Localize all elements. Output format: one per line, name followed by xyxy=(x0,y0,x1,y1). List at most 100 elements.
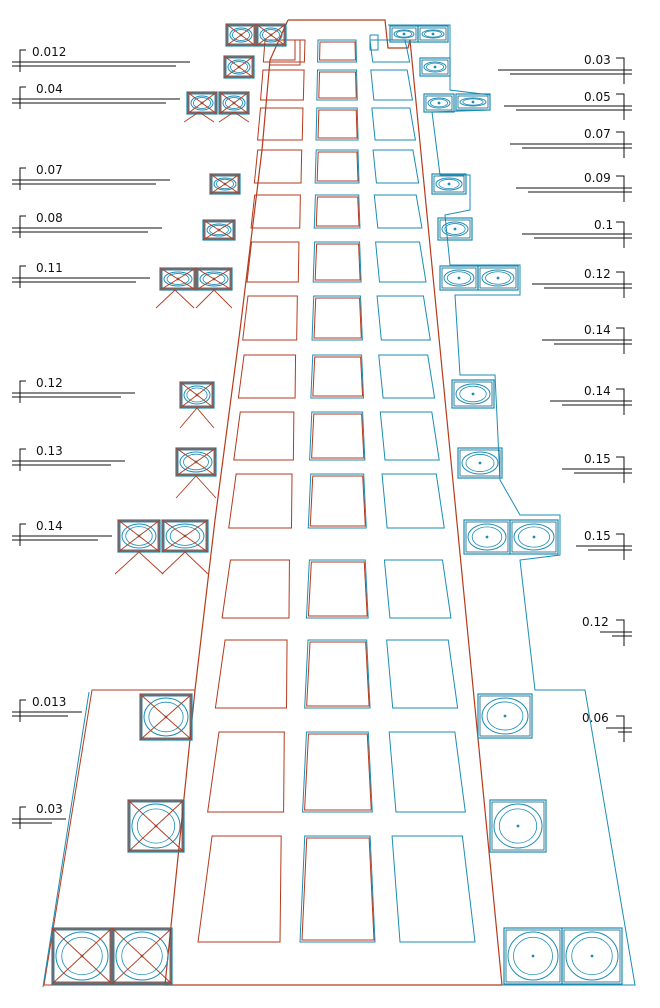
left-label-5: 0.12 xyxy=(36,376,63,390)
panel-mid-red-5 xyxy=(314,243,361,281)
pile-cap-frame xyxy=(457,447,503,479)
panel-right-5 xyxy=(375,241,427,283)
pile-ring-inner xyxy=(61,936,103,976)
pile-center xyxy=(532,535,536,539)
panel-right-10 xyxy=(383,559,452,619)
pile-cross-b xyxy=(161,519,209,553)
panel-mid-red-10 xyxy=(307,561,368,617)
pile-ring-inner xyxy=(518,526,551,548)
pile-ring-outer xyxy=(441,221,469,237)
pile-cap-right-10 xyxy=(457,447,503,479)
pile-cross-b xyxy=(209,173,241,195)
outline-red-right xyxy=(288,19,503,986)
pile-cap-inner xyxy=(505,929,561,983)
pile-cap-inner xyxy=(465,521,509,553)
pile-ring-outer xyxy=(435,177,463,191)
elevation-markers: 0.012 0.04 0.07 0.08 0.11 0.12 0.13 0.14… xyxy=(12,45,632,829)
pile-cap-red xyxy=(52,928,112,984)
pile-cap-inner xyxy=(113,929,171,983)
pile-ring-inner xyxy=(183,453,209,471)
pile-cap-inner xyxy=(563,929,621,983)
pile-ring-inner xyxy=(438,178,460,190)
right-marker-tick-8 xyxy=(616,456,625,483)
panel-mid-red-12 xyxy=(304,733,372,811)
panel-left-9 xyxy=(228,473,293,529)
panel-left-0 xyxy=(262,39,306,63)
pile-cap-inner xyxy=(459,449,501,477)
pile-cap-frame xyxy=(223,55,255,79)
left-marker-tick-1 xyxy=(19,86,26,109)
pile-center xyxy=(453,227,457,231)
pile-center xyxy=(503,714,507,718)
pile-cap-left-3 xyxy=(186,91,218,115)
pile-cap-frame xyxy=(451,379,495,409)
hatch-6 xyxy=(183,111,215,123)
pile-cap-frame xyxy=(111,927,173,985)
pile-ring-inner xyxy=(230,61,248,73)
pile-cap-right-3 xyxy=(423,93,455,113)
pile-ring-inner xyxy=(498,808,538,844)
outline-blue-right xyxy=(388,24,636,986)
pile-cap-frame xyxy=(202,219,236,241)
pile-cross-b xyxy=(218,91,250,115)
pile-cross-b xyxy=(175,447,217,477)
pile-ring-outer xyxy=(259,27,283,43)
pile-ring-outer xyxy=(165,523,205,549)
pile-ring-outer xyxy=(455,383,491,405)
pile-cap-inner xyxy=(457,95,489,109)
pile-cap-frame xyxy=(255,23,287,47)
pile-ring-inner xyxy=(395,30,413,38)
pile-ring-outer xyxy=(423,61,447,73)
pile-cap-red xyxy=(187,92,217,114)
pile-cap-left-15 xyxy=(51,927,113,985)
pile-cap-red xyxy=(219,92,249,114)
pile-ring-inner xyxy=(225,97,243,109)
pile-cap-inner xyxy=(181,383,213,407)
pile-ring-outer xyxy=(459,97,487,107)
panel-mid-blue-12 xyxy=(302,731,373,813)
pile-cross-b xyxy=(255,23,287,47)
pile-cap-left-5 xyxy=(209,173,241,195)
pile-center xyxy=(437,101,441,105)
pile-ring-inner xyxy=(430,98,448,108)
pile-ring-outer xyxy=(222,95,246,111)
panel-mid-blue-7 xyxy=(310,354,365,399)
pile-ring-inner xyxy=(232,29,250,41)
panel-mid-blue-4 xyxy=(313,194,361,229)
hatch-1 xyxy=(161,551,209,575)
pile-cap-right-9 xyxy=(451,379,495,409)
pile-ring-outer xyxy=(513,523,555,551)
left-marker-tick-6 xyxy=(19,448,26,471)
left-marker-tick-2 xyxy=(19,167,26,190)
pile-cap-right-16 xyxy=(561,927,623,985)
left-marker-tick-5 xyxy=(19,380,26,403)
right-label-6: 0.14 xyxy=(584,323,611,337)
pile-cap-inner xyxy=(188,93,216,113)
right-marker-tick-9 xyxy=(616,533,625,560)
pile-cap-inner xyxy=(53,929,111,983)
left-marker-tick-4 xyxy=(19,265,26,288)
pile-cross-b xyxy=(202,219,236,241)
panel-mid-blue-13 xyxy=(299,835,376,943)
pile-cap-red xyxy=(210,174,240,194)
pile-cap-inner xyxy=(441,267,477,289)
left-label-0: 0.012 xyxy=(32,45,66,59)
left-label-7: 0.14 xyxy=(36,519,63,533)
panel-mid-blue-9 xyxy=(307,473,367,529)
pile-cap-inner xyxy=(479,267,517,289)
panel-right-4 xyxy=(373,194,423,229)
panel-right-0 xyxy=(369,39,411,63)
pile-cap-inner xyxy=(163,521,207,551)
pile-cap-red xyxy=(224,56,254,78)
pile-center xyxy=(471,392,475,396)
pile-cap-left-16 xyxy=(111,927,173,985)
panel-right-7 xyxy=(378,354,436,399)
pile-cap-frame xyxy=(477,265,519,291)
pile-cap-left-2 xyxy=(223,55,255,79)
panel-left-11 xyxy=(214,639,288,709)
pile-cap-inner xyxy=(211,175,239,193)
pile-cap-frame xyxy=(477,693,533,739)
pile-ring-inner xyxy=(216,178,234,190)
panel-mid-red-2 xyxy=(317,109,358,139)
pile-ring-outer xyxy=(121,523,157,549)
